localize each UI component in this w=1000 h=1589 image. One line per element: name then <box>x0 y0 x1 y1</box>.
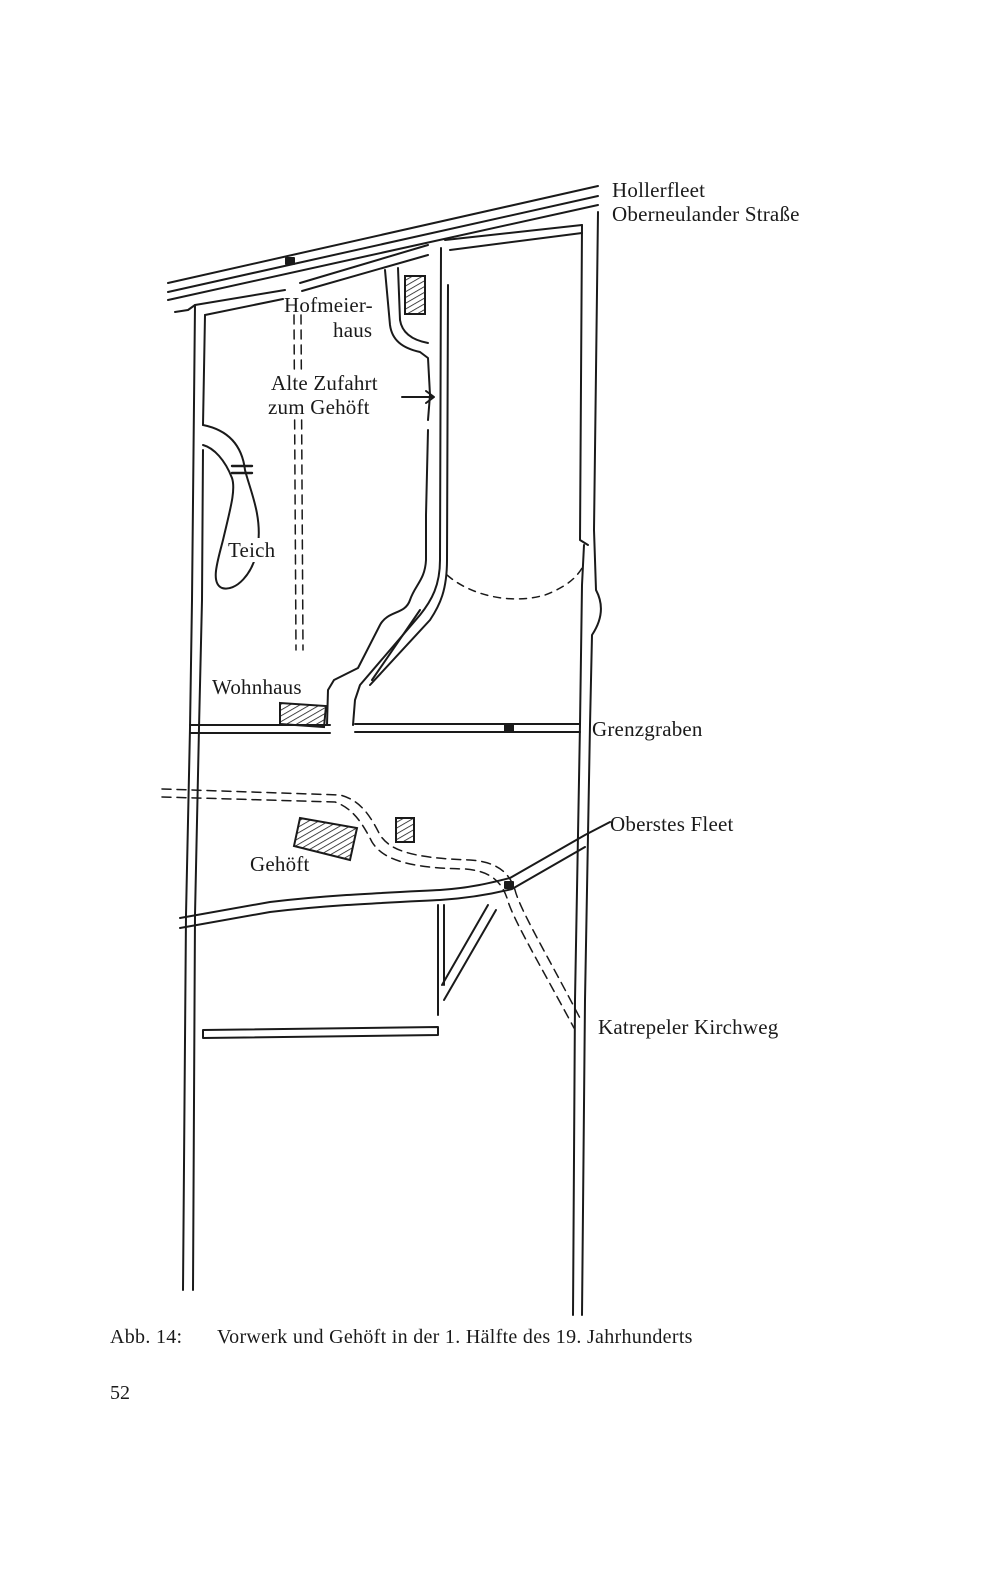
bridge-marker-top <box>285 257 295 265</box>
field-arc-dashed <box>446 567 583 600</box>
figure-caption: Abb. 14: Vorwerk und Gehöft in der 1. Häl… <box>110 1326 693 1349</box>
wohnhaus-building <box>279 701 328 729</box>
access-road-left <box>326 429 429 726</box>
label-alte-zufahrt-1: Alte Zufahrt <box>271 371 378 395</box>
label-alte-zufahrt-2: zum Gehöft <box>268 395 370 419</box>
ditch-top-right-2 <box>449 232 583 251</box>
label-hofmeierhaus-1: Hofmeier- <box>284 293 373 317</box>
access-road-mid <box>352 247 442 726</box>
label-hofmeierhaus-2: haus <box>333 318 373 342</box>
label-katrepeler-kirchweg: Katrepeler Kirchweg <box>598 1015 779 1039</box>
page-number: 52 <box>110 1382 130 1404</box>
kirchweg-dash-2 <box>161 796 575 1029</box>
access-road-right <box>369 284 449 686</box>
grenzgraben-upper <box>189 723 581 726</box>
hofmeierhaus-building <box>404 275 426 315</box>
ditch-top-left-2 <box>204 298 284 316</box>
ditch-top-right <box>444 224 583 241</box>
hofmeier-plot-inner <box>397 267 429 344</box>
label-teich: Teich <box>228 538 276 562</box>
label-hollerfleet: Hollerfleet <box>612 178 706 202</box>
ditch-top-mid <box>299 244 429 284</box>
teich-outline <box>202 424 260 590</box>
label-gehoeft: Gehöft <box>250 852 310 876</box>
teich-bridge <box>230 464 254 475</box>
ditch-top-left <box>174 289 286 313</box>
access-road-right-2 <box>371 609 421 681</box>
label-oberstes-fleet: Oberstes Fleet <box>610 812 734 836</box>
label-oberneulander-strasse: Oberneulander Straße <box>612 202 800 226</box>
lower-ditch-diagonal-2 <box>443 909 497 1001</box>
alte-zufahrt-dash-2 <box>300 314 304 651</box>
label-wohnhaus: Wohnhaus <box>212 675 302 699</box>
grenzgraben-marker <box>504 724 514 733</box>
alte-zufahrt-dash-1 <box>293 314 297 651</box>
oberneulander-road-lower <box>167 204 599 301</box>
fleet-marker <box>504 881 514 889</box>
right-ditch-outer <box>581 211 602 1316</box>
gehoeft-building-small <box>395 817 415 843</box>
left-ditch-inner <box>192 314 206 1291</box>
hofmeier-plot <box>384 269 431 421</box>
lower-ditch-diagonal-1 <box>441 904 489 986</box>
left-ditch-outer <box>182 304 196 1291</box>
label-grenzgraben: Grenzgraben <box>592 717 703 741</box>
alte-zufahrt-arrow <box>401 390 435 404</box>
right-ditch-inner <box>572 224 589 1316</box>
ditch-top-mid-2 <box>301 254 429 292</box>
gehoeft-building-main <box>292 816 359 862</box>
oberstes-fleet-lower <box>179 846 586 929</box>
caption-number: Abb. 14: <box>110 1326 183 1348</box>
lower-ditch-horizontal <box>202 1026 439 1039</box>
caption-text: Vorwerk und Gehöft in der 1. Hälfte des … <box>217 1326 693 1348</box>
kirchweg-dash-1 <box>161 788 583 1023</box>
oberneulander-road-upper <box>167 195 599 293</box>
hollerfleet-line <box>167 185 599 284</box>
oberstes-fleet-upper <box>179 821 611 919</box>
grenzgraben-lower <box>189 731 581 734</box>
